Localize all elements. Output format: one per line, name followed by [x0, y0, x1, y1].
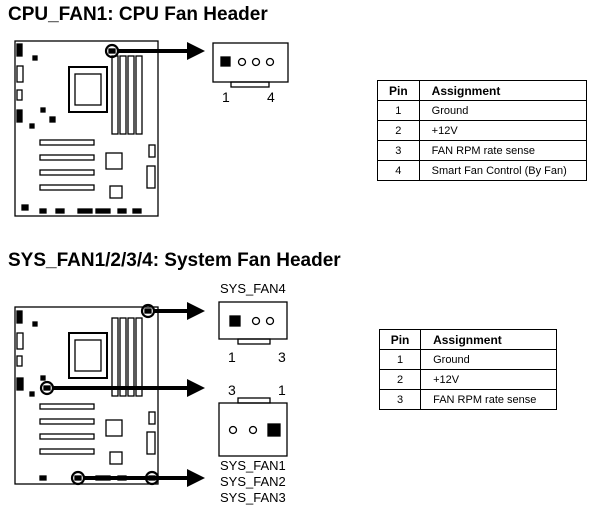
table-row: 3 FAN RPM rate sense [377, 140, 588, 161]
assignment-cell: +12V [418, 120, 588, 141]
sys-fan4-connector [218, 301, 288, 345]
sys-fan4-pointer-arrow [154, 302, 205, 320]
table-row: 1 Ground [377, 100, 588, 121]
sys-fan-1-2-3-connector [218, 397, 288, 457]
pin-cell: 1 [377, 100, 420, 121]
cpu-fan-pin-label-first: 1 [222, 89, 230, 105]
sys-fan1-pointer-arrow [53, 379, 205, 397]
pin-column-header: Pin [377, 80, 420, 101]
table-row: 2 +12V [377, 120, 588, 141]
motherboard-diagram-sys-fan [14, 303, 160, 486]
sys-fan123-pin-label-right: 1 [278, 382, 286, 398]
sys-fan1-name: SYS_FAN1 [220, 458, 286, 473]
assignment-cell: FAN RPM rate sense [420, 389, 557, 410]
table-row: 4 Smart Fan Control (By Fan) [377, 160, 588, 181]
motherboard-diagram-cpu-fan [14, 40, 159, 217]
cpu-fan-pin-label-last: 4 [267, 89, 275, 105]
sys-fan3-name: SYS_FAN3 [220, 490, 286, 505]
pin-cell: 3 [377, 140, 420, 161]
assignment-cell: Smart Fan Control (By Fan) [418, 160, 588, 181]
table-row: 3 FAN RPM rate sense [378, 389, 557, 410]
assignment-cell: +12V [420, 369, 557, 390]
assignment-column-header: Assignment [420, 329, 557, 350]
pin-cell: 3 [378, 389, 422, 410]
sys-fan4-name: SYS_FAN4 [220, 281, 286, 296]
table-row: 2 +12V [378, 369, 557, 390]
assignment-cell: FAN RPM rate sense [418, 140, 588, 161]
pin-column-header: Pin [378, 329, 422, 350]
sys-fan2-name: SYS_FAN2 [220, 474, 286, 489]
assignment-cell: Ground [420, 349, 557, 370]
sys-fan4-pin-label-first: 1 [228, 349, 236, 365]
sys-fan2-3-pointer-arrow [84, 469, 205, 487]
sys-fan4-pin-label-last: 3 [278, 349, 286, 365]
cpu-fan-pointer-arrow [118, 42, 205, 60]
pin-cell: 1 [378, 349, 422, 370]
assignment-column-header: Assignment [418, 80, 588, 101]
table-row: 1 Ground [378, 349, 557, 370]
assignment-cell: Ground [418, 100, 588, 121]
pin-cell: 4 [377, 160, 420, 181]
cpu-fan-connector [212, 42, 289, 88]
sys-fan-pin-table: Pin Assignment 1 Ground 2 +12V 3 FAN RPM… [378, 329, 557, 410]
sys-fan-title: SYS_FAN1/2/3/4: System Fan Header [8, 250, 341, 271]
pin-cell: 2 [377, 120, 420, 141]
pin-cell: 2 [378, 369, 422, 390]
cpu-fan-pin-table: Pin Assignment 1 Ground 2 +12V 3 FAN RPM… [377, 80, 588, 181]
sys-fan123-pin-label-left: 3 [228, 382, 236, 398]
cpu-fan-title: CPU_FAN1: CPU Fan Header [8, 4, 268, 25]
